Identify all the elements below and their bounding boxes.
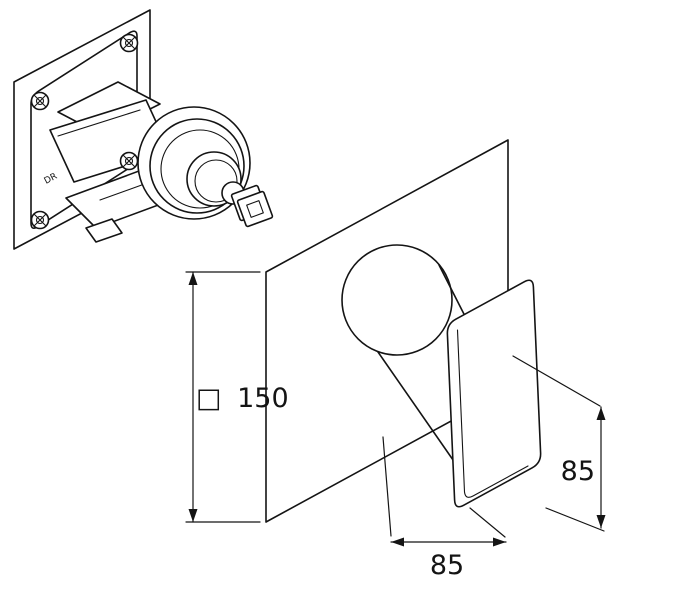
extension-line [512,355,601,407]
corner-screw [30,91,50,111]
bracket-foot [85,218,123,243]
width-label: 85 [430,550,464,581]
lever-handle-paddle [446,279,542,508]
dimension-width: 85 [382,436,507,581]
valve-body-detail-line [57,109,141,137]
arrowhead-right [493,537,506,547]
paddle-edge-contour [456,329,529,498]
arrowhead-down [596,515,606,528]
dimension-plate-size: □ 150 [185,271,289,523]
arrowhead-left [391,537,404,547]
cartridge-cap-inner [194,159,238,203]
corner-screw [119,33,139,53]
cartridge-cylinder [137,106,274,228]
extension-line [545,507,605,532]
extension-line [382,436,392,537]
spindle-square-front [236,190,274,228]
arrowhead-up [188,272,198,285]
arrowhead-up [596,407,606,420]
handle-base-rosette [341,244,453,356]
trim-assembly [265,139,542,523]
corner-screw [119,151,139,171]
cartridge-ring [149,118,245,214]
plate-size-label: □ 150 [196,383,289,414]
handle-neck-upper-line [438,264,469,323]
handle-neck-lower-line [377,351,461,471]
square-symbol: □ [196,383,222,414]
extension-line [469,507,506,538]
rough-in-assembly: DR [13,9,274,250]
corner-screw [30,210,50,230]
height-label: 85 [561,456,595,487]
arrowhead-down [188,509,198,522]
dimension-height: 85 [512,355,606,532]
plate-size-value: 150 [237,383,289,414]
